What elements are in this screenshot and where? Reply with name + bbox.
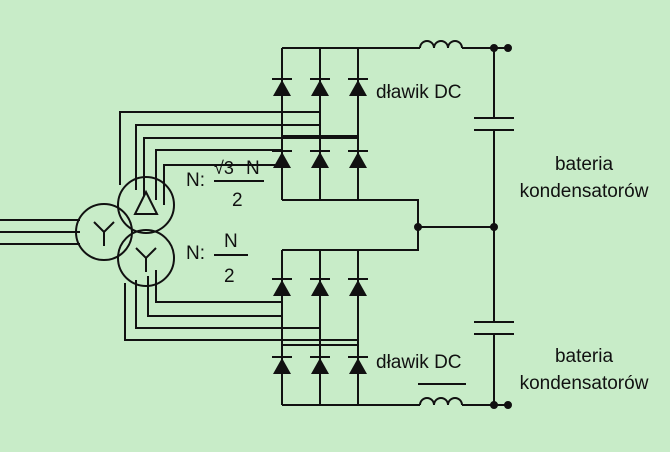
input-lines (0, 219, 80, 245)
ratio-bottom-prefix: N: (186, 243, 205, 264)
diode (310, 78, 330, 96)
mid-connection (358, 199, 498, 251)
choke-bottom-label: dławik DC (376, 352, 462, 373)
diode (310, 356, 330, 374)
ratio-top-sqrt: √3 (214, 158, 234, 178)
capacitor-top-label-1: bateria (555, 154, 614, 175)
diode (272, 278, 292, 296)
capacitor-bottom-label-2: kondensatorów (520, 373, 649, 394)
diode (348, 150, 368, 168)
capacitor-bottom-label-1: bateria (555, 346, 614, 367)
primary-winding-star (75, 203, 133, 261)
ratio-top-n: N (246, 158, 260, 179)
capacitor-top-label-2: kondensatorów (520, 181, 649, 202)
ratio-top-den: 2 (232, 190, 243, 211)
diode (310, 278, 330, 296)
diode (348, 278, 368, 296)
ratio-bottom-den: 2 (224, 266, 235, 287)
secondary-winding-star (117, 229, 175, 287)
diode (348, 78, 368, 96)
choke-bottom (419, 397, 508, 406)
secondary-winding-delta (117, 176, 175, 234)
choke-top-label: dławik DC (376, 82, 462, 103)
diodes (272, 78, 368, 374)
diode (310, 150, 330, 168)
ratio-bottom-num: N (224, 231, 238, 252)
diode (272, 150, 292, 168)
ratio-top-prefix: N: (186, 170, 205, 191)
upper-bridge (281, 47, 420, 201)
dc-bus (474, 44, 514, 409)
diode (348, 356, 368, 374)
lower-bridge (281, 249, 420, 406)
lower-secondary-leads (124, 270, 359, 341)
diode (272, 78, 292, 96)
diode (272, 356, 292, 374)
choke-top (419, 40, 508, 49)
transformer (75, 176, 175, 287)
